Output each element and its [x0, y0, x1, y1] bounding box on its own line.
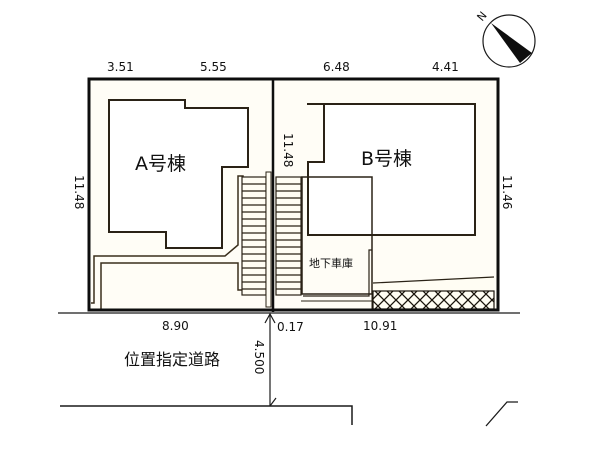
- road-label: 位置指定道路: [124, 350, 221, 369]
- road-edge-bottom: [60, 405, 353, 425]
- road-edge-corner: [485, 401, 518, 427]
- walkway-a-inner: [100, 262, 243, 309]
- dim-right-side: 11.46: [500, 175, 514, 210]
- dim-top-b-right: 4.41: [432, 60, 459, 74]
- garage-label: 地下車庫: [309, 257, 353, 270]
- building-a: [108, 99, 249, 249]
- dim-bottom-gap: 0.17: [277, 320, 304, 334]
- stairs-a: [241, 171, 272, 308]
- north-compass-icon: [482, 14, 536, 68]
- dim-bottom-a: 8.90: [162, 319, 189, 333]
- dim-bottom-b: 10.91: [363, 319, 398, 333]
- planting-hatch: [372, 290, 495, 310]
- dim-top-a-right: 5.55: [200, 60, 227, 74]
- dim-center-divider: 11.48: [281, 133, 295, 168]
- walkway-a: [91, 175, 244, 304]
- dim-left-side: 11.48: [72, 175, 86, 210]
- building-a-label: A号棟: [135, 153, 186, 175]
- underground-garage: [301, 176, 373, 295]
- dim-top-a-left: 3.51: [107, 60, 134, 74]
- stairs-b: [275, 176, 302, 296]
- dim-road-width: 4.500: [252, 340, 266, 375]
- dim-top-b-left: 6.48: [323, 60, 350, 74]
- building-b-label: B号棟: [361, 148, 413, 170]
- building-b: [307, 103, 476, 236]
- lot-boundary: [87, 77, 500, 312]
